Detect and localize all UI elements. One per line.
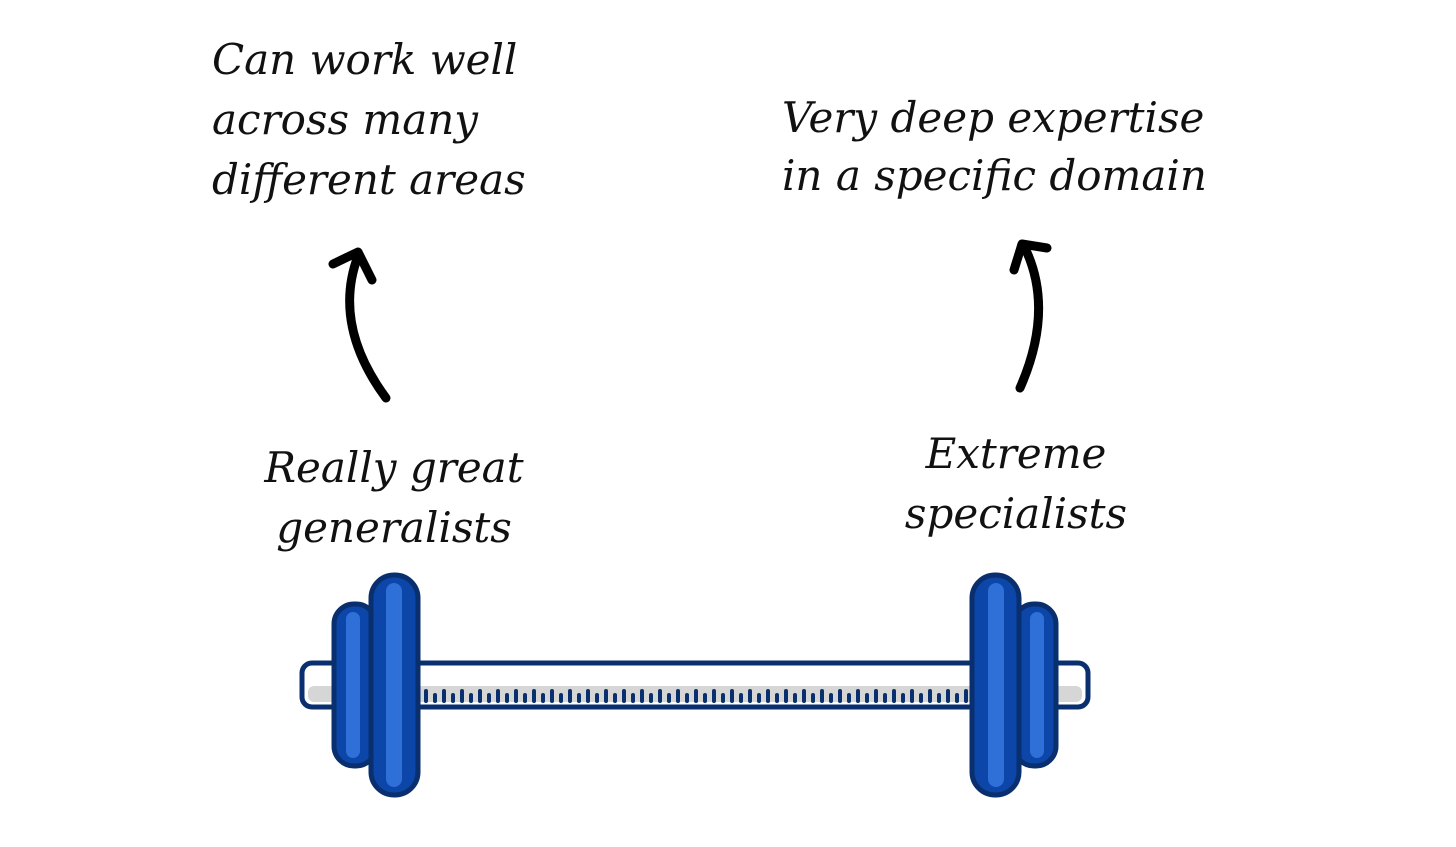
knurling-tick bbox=[550, 689, 554, 703]
knurling-tick bbox=[631, 693, 635, 703]
knurling-tick bbox=[874, 689, 878, 703]
left-label: Really great generalists bbox=[263, 443, 523, 552]
knurling-tick bbox=[424, 689, 428, 703]
right-weight-plates bbox=[969, 572, 1059, 798]
knurling-tick bbox=[829, 693, 833, 703]
knurling-tick bbox=[496, 689, 500, 703]
knurling-tick bbox=[784, 689, 788, 703]
top-left-text: Can work well across many different area… bbox=[212, 35, 526, 204]
knurling-tick bbox=[757, 693, 761, 703]
left-label-line-2: generalists bbox=[276, 503, 512, 552]
knurling-tick bbox=[937, 693, 941, 703]
top-right-line-1: Very deep expertise bbox=[782, 93, 1204, 142]
knurling-tick bbox=[658, 689, 662, 703]
knurling-tick bbox=[514, 689, 518, 703]
knurling-tick bbox=[964, 689, 968, 703]
knurling-tick bbox=[739, 693, 743, 703]
knurling-tick bbox=[865, 693, 869, 703]
knurling-tick bbox=[883, 693, 887, 703]
knurling-tick bbox=[505, 693, 509, 703]
left-weight-plates bbox=[331, 572, 421, 798]
knurling-tick bbox=[523, 693, 527, 703]
knurling-tick bbox=[613, 693, 617, 703]
right-label-line-2: specialists bbox=[905, 489, 1127, 538]
knurling-tick bbox=[577, 693, 581, 703]
knurling-tick bbox=[856, 689, 860, 703]
right-label: Extreme specialists bbox=[905, 429, 1127, 538]
knurling-tick bbox=[928, 689, 932, 703]
knurling-tick bbox=[568, 689, 572, 703]
knurling-tick bbox=[712, 689, 716, 703]
knurling-tick bbox=[559, 693, 563, 703]
knurling-tick bbox=[730, 689, 734, 703]
knurling-tick bbox=[532, 689, 536, 703]
top-left-line-3: different areas bbox=[212, 155, 526, 204]
knurling-tick bbox=[487, 693, 491, 703]
knurling-tick bbox=[721, 693, 725, 703]
top-left-line-2: across many bbox=[212, 95, 479, 144]
knurling-tick bbox=[640, 689, 644, 703]
top-right-text: Very deep expertise in a specific domain bbox=[782, 93, 1207, 200]
knurling-tick bbox=[460, 689, 464, 703]
knurling-tick bbox=[892, 689, 896, 703]
knurling-tick bbox=[541, 693, 545, 703]
knurling-tick bbox=[838, 689, 842, 703]
knurling-tick bbox=[604, 689, 608, 703]
knurling-tick bbox=[793, 693, 797, 703]
curved-arrow-up-icon bbox=[1009, 239, 1052, 393]
top-left-line-1: Can work well bbox=[212, 35, 517, 84]
knurling-tick bbox=[622, 689, 626, 703]
knurling-tick bbox=[901, 693, 905, 703]
knurling-tick bbox=[478, 689, 482, 703]
knurling-tick bbox=[649, 693, 653, 703]
knurling-tick bbox=[955, 693, 959, 703]
knurling-tick bbox=[946, 689, 950, 703]
knurling-tick bbox=[685, 693, 689, 703]
knurling-tick bbox=[694, 689, 698, 703]
knurling-tick bbox=[586, 689, 590, 703]
knurling-tick bbox=[766, 689, 770, 703]
knurling-tick bbox=[820, 689, 824, 703]
knurling-tick bbox=[595, 693, 599, 703]
knurling-tick bbox=[802, 689, 806, 703]
knurling-tick bbox=[442, 689, 446, 703]
left-label-line-1: Really great bbox=[263, 443, 523, 492]
knurling-tick bbox=[775, 693, 779, 703]
top-right-line-2: in a specific domain bbox=[782, 151, 1207, 200]
barbell-icon bbox=[299, 572, 1091, 798]
knurling-tick bbox=[433, 693, 437, 703]
knurling-tick bbox=[811, 693, 815, 703]
knurling-tick bbox=[667, 693, 671, 703]
knurling-tick bbox=[469, 693, 473, 703]
knurling-tick bbox=[676, 689, 680, 703]
knurling-tick bbox=[910, 689, 914, 703]
knurling-tick bbox=[703, 693, 707, 703]
right-label-line-1: Extreme bbox=[925, 429, 1107, 478]
knurling-tick bbox=[451, 693, 455, 703]
barbell-knurling bbox=[424, 689, 968, 703]
curved-arrow-up-icon bbox=[328, 247, 391, 403]
knurling-tick bbox=[919, 693, 923, 703]
knurling-tick bbox=[748, 689, 752, 703]
knurling-tick bbox=[847, 693, 851, 703]
